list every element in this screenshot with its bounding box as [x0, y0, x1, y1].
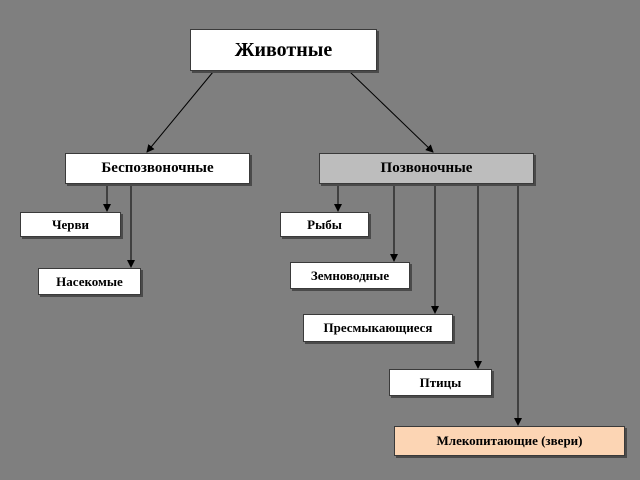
node-birds: Птицы: [389, 369, 492, 396]
node-invertebrates: Беспозвоночные: [65, 153, 250, 184]
node-worms-label: Черви: [51, 216, 90, 232]
node-vertebrates: Позвоночные: [319, 153, 534, 184]
node-insects: Насекомые: [38, 268, 141, 295]
edge-root-invertebrates: [146, 71, 214, 153]
node-insects-label: Насекомые: [56, 273, 123, 289]
node-worms: Черви: [20, 212, 121, 237]
node-birds-label: Птицы: [419, 374, 462, 390]
node-reptiles: Пресмыкающиеся: [303, 314, 453, 342]
node-vertebrates-label: Позвоночные: [380, 160, 473, 176]
node-amphibians-label: Земноводные: [310, 267, 390, 283]
node-animals-label: Животные: [234, 38, 333, 61]
node-mammals-label: Млекопитающие (звери): [436, 433, 583, 448]
node-fish: Рыбы: [280, 212, 369, 237]
node-invertebrates-label: Беспозвоночные: [101, 160, 214, 176]
edge-root-vertebrates: [349, 71, 434, 153]
node-mammals: Млекопитающие (звери): [394, 426, 625, 456]
node-animals: Животные: [190, 29, 377, 71]
node-fish-label: Рыбы: [307, 216, 342, 232]
node-amphibians: Земноводные: [290, 262, 410, 289]
node-reptiles-label: Пресмыкающиеся: [323, 320, 433, 335]
